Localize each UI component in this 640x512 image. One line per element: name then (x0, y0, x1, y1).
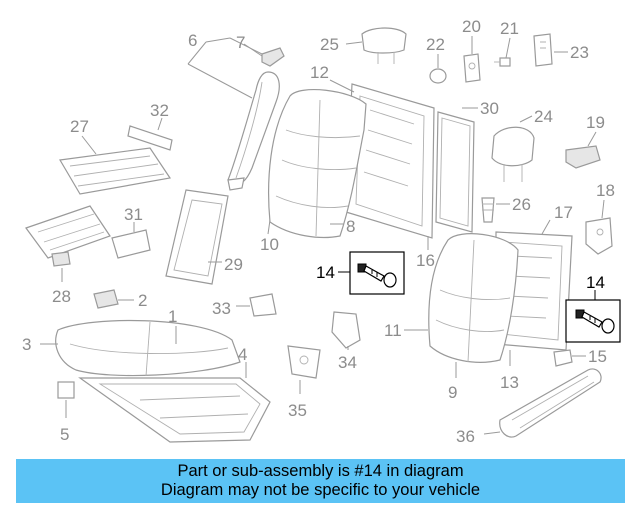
part-21-screw (494, 57, 511, 67)
callout-19: 19 (586, 113, 605, 132)
callout-25: 25 (320, 35, 339, 54)
callout-27: 27 (70, 117, 89, 136)
callout-24: 24 (534, 107, 553, 126)
part-24-headrest (491, 126, 535, 182)
leader-12 (329, 79, 355, 93)
callout-17: 17 (554, 203, 573, 222)
part-31-cover (111, 229, 151, 259)
callout-12: 12 (310, 63, 329, 82)
callout-26: 26 (512, 195, 531, 214)
callout-1: 1 (168, 307, 177, 326)
callout-14-right: 14 (586, 273, 605, 292)
part-19-bracket (565, 145, 601, 169)
banner-line-1: Part or sub-assembly is #14 in diagram (177, 462, 464, 480)
part-30-back-panel (435, 111, 475, 233)
leader-6 (187, 37, 263, 99)
part-7-trim-clip (261, 47, 285, 67)
callout-32: 32 (150, 101, 169, 120)
leader-24 (519, 115, 533, 123)
info-banner: Part or sub-assembly is #14 in diagram D… (16, 459, 625, 503)
part-22-cap (429, 68, 447, 84)
callout-3: 3 (22, 335, 31, 354)
part-2-clip (93, 289, 119, 309)
part-14-bolt-left[interactable] (349, 251, 405, 295)
leader-7 (243, 43, 263, 57)
callout-15: 15 (588, 347, 607, 366)
callout-34: 34 (338, 353, 357, 372)
part-27-seat-pad (59, 147, 172, 195)
callout-2: 2 (138, 291, 147, 310)
callout-6: 6 (188, 31, 197, 50)
part-10-seatback-cover (268, 89, 367, 239)
callout-14-left: 14 (316, 263, 335, 282)
callout-23: 23 (570, 43, 589, 62)
part-34-hinge (331, 311, 361, 349)
callout-11: 11 (384, 321, 402, 340)
banner-line-2: Diagram may not be specific to your vehi… (160, 481, 481, 499)
leader-18 (601, 199, 605, 219)
leader-21 (505, 37, 511, 59)
parts-diagram: 6 7 25 22 20 21 23 12 30 (22, 17, 621, 446)
callout-5: 5 (60, 425, 69, 444)
callout-33: 33 (212, 299, 231, 318)
part-32-panel (127, 125, 173, 151)
callout-7: 7 (236, 33, 245, 52)
callout-10: 10 (260, 235, 279, 254)
leader-27 (81, 135, 97, 155)
callout-21: 21 (500, 19, 519, 38)
leader-19 (587, 131, 597, 147)
part-26-bushing (481, 197, 495, 223)
callout-28: 28 (52, 287, 71, 306)
part-23-release-handle (533, 33, 553, 67)
part-3-seat-cushion (55, 319, 241, 377)
part-25-headrest (361, 27, 407, 64)
part-20-guide (463, 53, 481, 83)
part-18-latch (585, 217, 613, 255)
callout-36: 36 (456, 427, 475, 446)
callout-4: 4 (238, 345, 247, 364)
part-4-seat-frame (78, 377, 271, 443)
callout-16: 16 (416, 251, 435, 270)
part-36-armrest (499, 368, 602, 438)
callout-9: 9 (448, 383, 457, 402)
leader-25 (345, 41, 363, 45)
part-29-seatback-panel (165, 189, 229, 285)
callout-35: 35 (288, 401, 307, 420)
part-33-bracket (249, 293, 277, 317)
callout-20: 20 (462, 17, 481, 36)
part-6-side-trim (227, 71, 280, 191)
part-35-mount (287, 345, 321, 379)
leader-32 (157, 117, 163, 131)
callout-13: 13 (500, 373, 519, 392)
callout-22: 22 (426, 35, 445, 54)
part-14-bolt-right[interactable] (565, 299, 621, 343)
part-15-clip (553, 349, 573, 367)
callout-30: 30 (480, 99, 499, 118)
part-5-cap (57, 381, 75, 399)
leader-17 (541, 219, 551, 235)
callout-31: 31 (124, 205, 143, 224)
callout-18: 18 (596, 181, 615, 200)
callout-29: 29 (224, 255, 243, 274)
part-9-right-cushion (428, 233, 519, 363)
leader-10 (267, 219, 271, 235)
part-28-mechanism (25, 205, 111, 267)
leader-36 (483, 431, 501, 435)
callout-8: 8 (346, 217, 355, 236)
